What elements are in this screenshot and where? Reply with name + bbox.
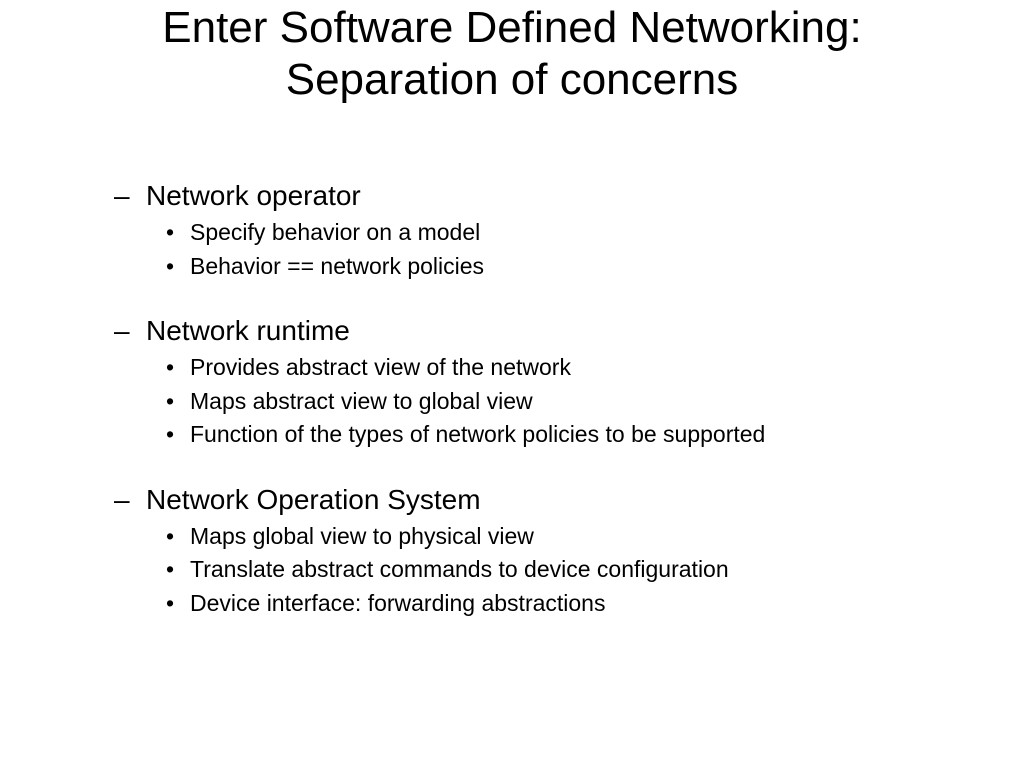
section-heading-text: Network Operation System	[146, 483, 481, 515]
sub-bullet-item: • Maps global view to physical view	[166, 520, 990, 554]
section-heading-text: Network operator	[146, 180, 361, 211]
sub-bullet-list: • Provides abstract view of the network …	[110, 351, 990, 452]
slide-title: Enter Software Defined Networking: Separ…	[40, 2, 984, 106]
sub-bullet-list: • Maps global view to physical view • Tr…	[110, 520, 990, 621]
sub-bullet-item: • Maps abstract view to global view	[166, 385, 990, 419]
sub-bullet-item: • Function of the types of network polic…	[166, 418, 990, 452]
section-network-operation-system: – Network Operation System • Maps global…	[110, 482, 990, 621]
sub-bullet-text: Provides abstract view of the network	[190, 354, 571, 380]
sub-bullet-item: • Specify behavior on a model	[166, 216, 990, 250]
section-heading: – Network Operation System	[110, 482, 990, 518]
dash-marker: –	[114, 180, 130, 211]
sub-bullet-text: Maps global view to physical view	[190, 522, 534, 549]
sub-bullet-text: Behavior == network policies	[190, 252, 485, 279]
bullet-marker: •	[166, 522, 175, 549]
sub-bullet-text: Function of the types of network policie…	[190, 421, 766, 447]
dash-marker: –	[114, 315, 130, 346]
bullet-marker: •	[166, 252, 175, 279]
sub-bullet-text: Device interface: forwarding abstraction…	[190, 589, 606, 616]
section-heading-text: Network runtime	[146, 315, 350, 346]
slide-content: – Network operator • Specify behavior on…	[110, 178, 990, 620]
section-heading: – Network runtime	[110, 313, 990, 349]
dash-marker: –	[114, 483, 130, 515]
section-network-runtime: – Network runtime • Provides abstract vi…	[110, 313, 990, 452]
sub-bullet-item: • Provides abstract view of the network	[166, 351, 990, 385]
bullet-marker: •	[166, 556, 175, 582]
sub-bullet-item: • Translate abstract commands to device …	[166, 553, 990, 587]
bullet-marker: •	[166, 589, 175, 616]
sub-bullet-text: Translate abstract commands to device co…	[190, 556, 729, 582]
bullet-marker: •	[166, 387, 175, 414]
sub-bullet-text: Maps abstract view to global view	[190, 387, 533, 414]
sub-bullet-list: • Specify behavior on a model • Behavior…	[110, 216, 990, 283]
sub-bullet-text: Specify behavior on a model	[190, 219, 481, 245]
sub-bullet-item: • Behavior == network policies	[166, 250, 990, 284]
section-heading: – Network operator	[110, 178, 990, 214]
sub-bullet-item: • Device interface: forwarding abstracti…	[166, 587, 990, 621]
section-network-operator: – Network operator • Specify behavior on…	[110, 178, 990, 283]
bullet-marker: •	[166, 219, 175, 245]
slide-title-line-2: Separation of concerns	[285, 55, 739, 104]
bullet-marker: •	[166, 421, 175, 447]
bullet-marker: •	[166, 354, 175, 380]
slide-title-line-1: Enter Software Defined Networking:	[162, 3, 862, 52]
